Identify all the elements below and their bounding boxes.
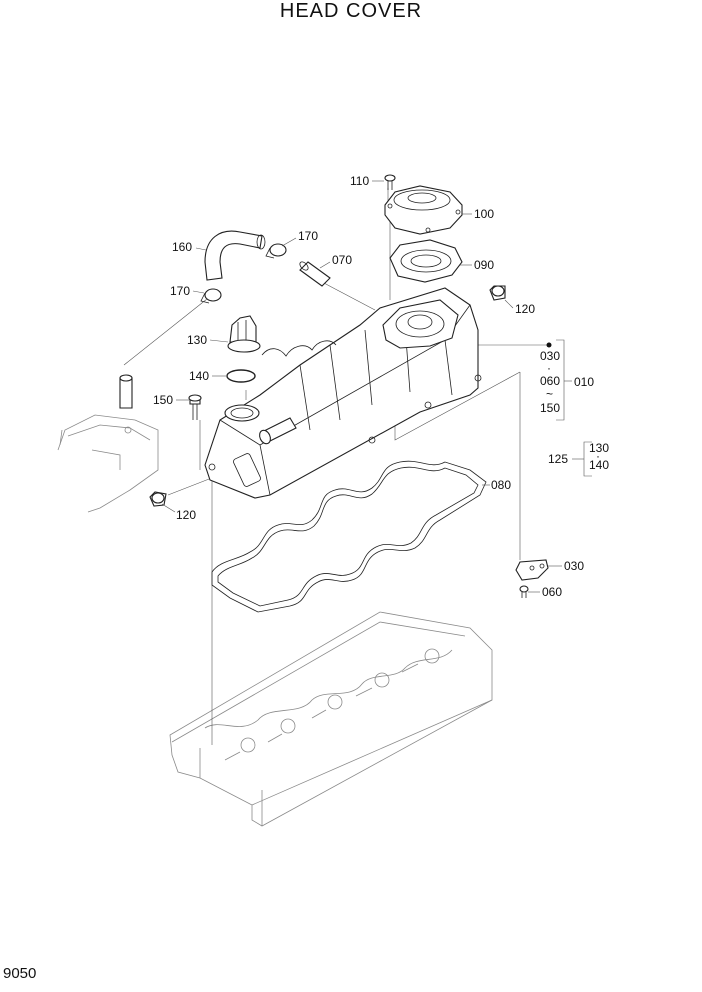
- callout-110: 110: [350, 174, 369, 188]
- gasket-icon: [211, 460, 487, 613]
- o-ring-icon: [226, 369, 256, 383]
- assembly-010-end: 150: [540, 401, 560, 415]
- callout-140: 140: [189, 369, 209, 383]
- callouts: 110 100 170 160 070 090 170 120 130 140 …: [153, 174, 584, 599]
- clamp-icon: [200, 243, 287, 304]
- assembly-125-dot: ·: [596, 449, 600, 463]
- breather-cover-icon: [384, 185, 463, 235]
- callout-130: 130: [187, 333, 207, 347]
- assembly-010-mid: 060: [540, 374, 560, 388]
- bolt-icon: [519, 585, 529, 598]
- assembly-125-start: 130: [589, 441, 609, 455]
- assembly-010-tilde: ~: [546, 387, 553, 401]
- engine-block-fragment: [57, 414, 159, 513]
- page-title: HEAD COVER: [279, 0, 423, 22]
- callout-070: 070: [332, 253, 352, 267]
- assembly-010-start: 030: [540, 349, 560, 363]
- assembly-010-group: 030 · 060 ~ 150 010: [540, 339, 594, 421]
- assembly-125-label: 125: [548, 452, 568, 466]
- callout-150: 150: [153, 393, 173, 407]
- assembly-125-group: 125 130 · 140: [548, 441, 609, 477]
- callout-170-upper: 170: [298, 229, 318, 243]
- callout-170-lower: 170: [170, 284, 190, 298]
- page-number: 9050: [3, 965, 37, 982]
- callout-120-upper: 120: [515, 302, 535, 316]
- callout-160: 160: [172, 240, 192, 254]
- leader-lines: [123, 188, 548, 745]
- hose-icon: [204, 230, 266, 281]
- assembly-010-dot: ·: [547, 361, 551, 375]
- assembly-125-end: 140: [589, 458, 609, 472]
- callout-060: 060: [542, 585, 562, 599]
- bracket-icon: [515, 559, 549, 581]
- stud-bolt-icon: [119, 374, 202, 420]
- pipe-icon: [299, 261, 331, 287]
- callout-120-lower: 120: [176, 508, 196, 522]
- diaphragm-icon: [389, 239, 463, 283]
- callout-090: 090: [474, 258, 494, 272]
- callout-030: 030: [564, 559, 584, 573]
- assembly-010-label: 010: [574, 375, 594, 389]
- bushing-icon: [149, 285, 506, 507]
- callout-080: 080: [491, 478, 511, 492]
- callout-100: 100: [474, 207, 494, 221]
- cylinder-head-icon: [169, 611, 493, 827]
- oil-filler-cap-icon: [227, 315, 261, 353]
- small-bolt-icon: [384, 174, 396, 190]
- head-cover-icon: [204, 287, 482, 499]
